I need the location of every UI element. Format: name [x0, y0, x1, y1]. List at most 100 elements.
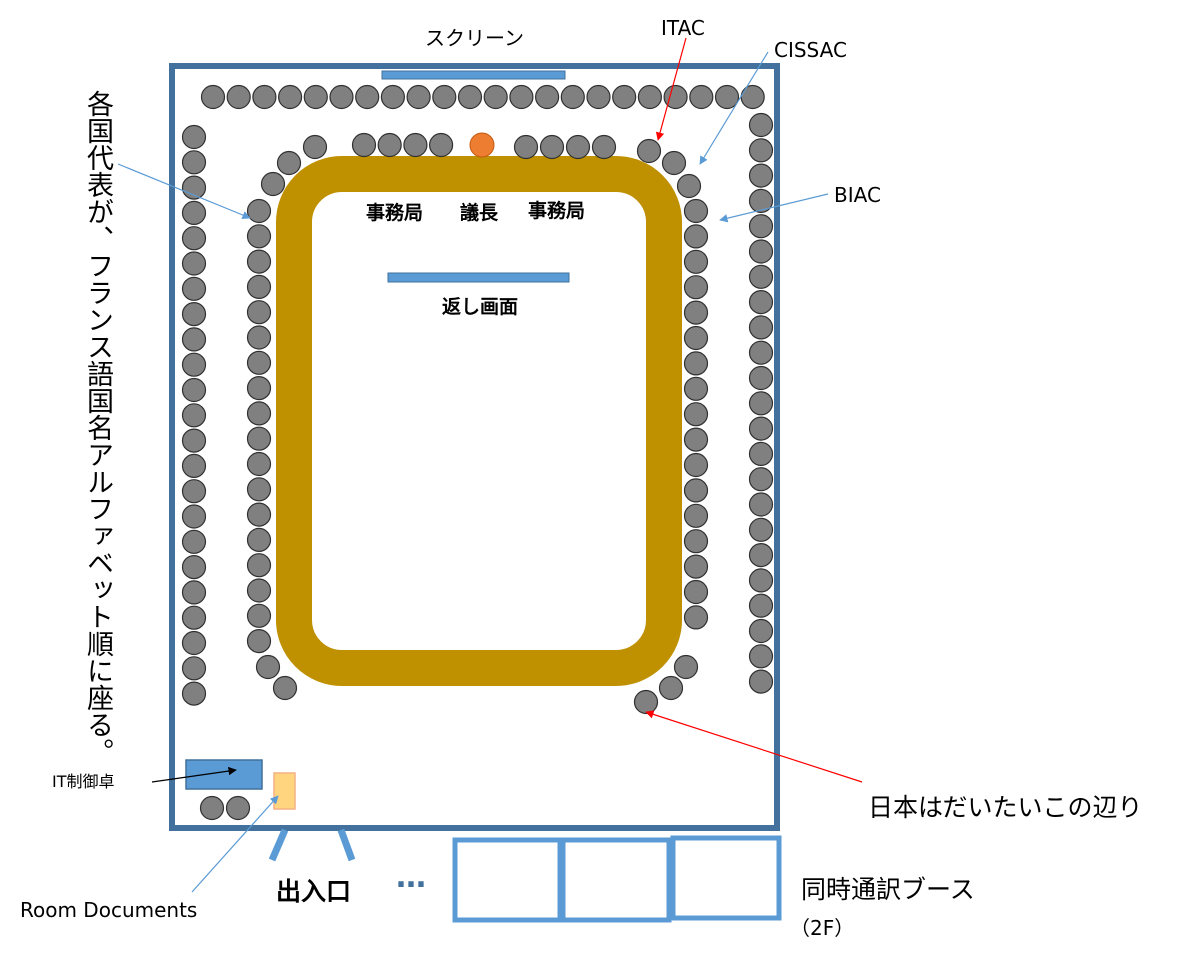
seat — [329, 84, 354, 110]
seat — [748, 568, 774, 593]
conference-table — [276, 156, 682, 686]
seat — [748, 467, 774, 492]
seat — [403, 132, 428, 158]
seat — [181, 403, 207, 428]
seat — [181, 251, 207, 276]
seat — [683, 579, 709, 605]
interpretation-booth-2 — [560, 837, 672, 923]
seat — [276, 150, 302, 176]
seat — [302, 134, 328, 160]
seat — [748, 517, 774, 542]
seat — [565, 134, 591, 160]
it-control-desk-label: IT制御卓 — [52, 772, 115, 791]
seat — [246, 376, 272, 401]
booths-floor-label: （2F） — [790, 916, 855, 940]
seat — [303, 84, 328, 110]
seat — [406, 84, 431, 110]
seat — [246, 300, 272, 325]
seat — [683, 427, 709, 452]
seat — [534, 84, 560, 110]
seat — [683, 198, 709, 224]
seat — [748, 669, 774, 694]
seat — [181, 529, 207, 554]
seat — [663, 84, 688, 110]
seat — [483, 84, 508, 110]
seat — [181, 377, 207, 403]
seat — [748, 441, 774, 466]
seat — [246, 325, 272, 350]
seat — [252, 84, 277, 110]
seat — [748, 365, 774, 391]
seat — [181, 150, 207, 175]
seat — [748, 416, 774, 441]
seat — [748, 163, 774, 188]
seat — [748, 112, 774, 138]
seat — [351, 132, 377, 158]
seat — [560, 84, 585, 110]
seat — [748, 290, 774, 315]
seat — [683, 376, 709, 401]
seat — [748, 391, 774, 416]
seat — [612, 84, 637, 110]
seat — [683, 249, 709, 274]
seat — [676, 173, 702, 199]
seat — [181, 226, 207, 251]
seat — [246, 350, 272, 375]
seat — [673, 654, 699, 680]
arrow-itac — [655, 37, 687, 141]
seat — [200, 84, 226, 110]
seat — [181, 276, 207, 301]
seat — [748, 315, 774, 340]
seat — [683, 275, 709, 300]
seat — [181, 580, 207, 605]
secretariat-left-label: 事務局 — [366, 202, 424, 224]
secretariat-right-label: 事務局 — [528, 200, 586, 222]
seat — [633, 689, 659, 715]
seat — [246, 502, 272, 527]
seat — [255, 654, 281, 680]
seat — [246, 249, 272, 274]
seat — [748, 239, 774, 264]
seat — [181, 554, 207, 580]
seat — [683, 402, 709, 427]
room-documents-label: Room Documents — [20, 898, 198, 922]
ellipsis-label: … — [396, 860, 426, 895]
it-control-desk[interactable] — [185, 759, 263, 790]
seat — [181, 302, 207, 327]
room-documents-box[interactable] — [273, 772, 296, 810]
seat — [658, 675, 684, 701]
seat — [748, 214, 774, 239]
seat — [586, 84, 611, 110]
seat — [748, 264, 774, 289]
seat — [181, 453, 207, 478]
itac-label: ITAC — [661, 16, 705, 40]
seat — [225, 795, 251, 821]
arrow-cissac — [699, 51, 769, 165]
seat — [683, 529, 709, 554]
entrance-door-left — [268, 828, 289, 862]
seat — [748, 138, 774, 163]
seat — [246, 451, 272, 477]
seat — [181, 630, 207, 656]
seat — [683, 325, 709, 351]
seat — [740, 84, 765, 110]
seat — [683, 503, 709, 528]
chair-seat — [469, 132, 495, 158]
seat — [513, 134, 539, 160]
seat — [539, 134, 565, 160]
seat — [246, 477, 272, 502]
seat — [246, 553, 272, 578]
seat — [509, 84, 534, 110]
cissac-label: CISSAC — [774, 38, 847, 62]
seat — [260, 171, 286, 197]
seat — [683, 351, 709, 376]
seat — [429, 132, 454, 158]
seat — [246, 401, 272, 426]
arrow-it-desk — [151, 766, 237, 783]
room-wall — [169, 63, 780, 831]
seat — [683, 224, 709, 249]
arrow-biac — [719, 193, 829, 223]
seat — [226, 84, 251, 110]
seat — [432, 84, 457, 110]
